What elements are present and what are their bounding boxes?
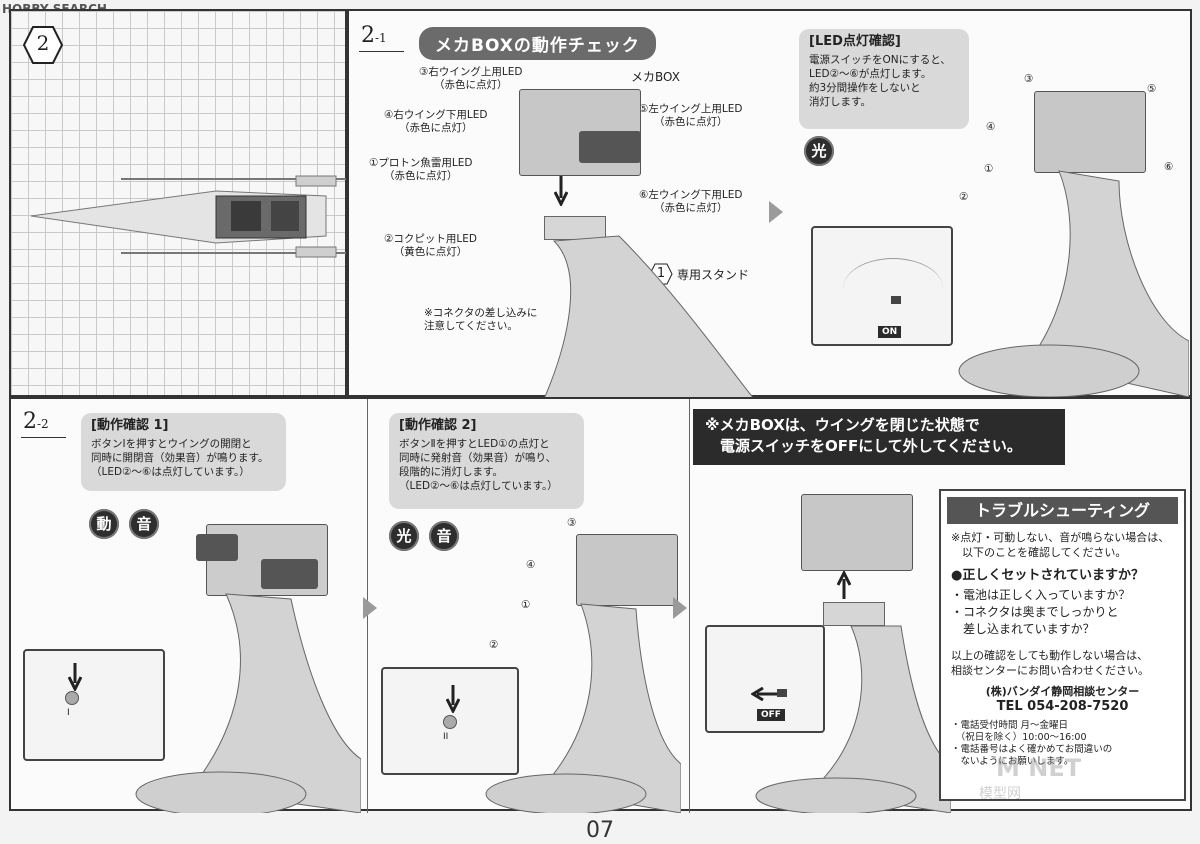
- watermark-mnet: M NET: [996, 754, 1081, 782]
- check1-body: ボタンⅠを押すとウイングの開閉と 同時に開閉音（効果音）が鳴ります。 （LED②…: [91, 438, 269, 478]
- button1-mark: I: [67, 708, 70, 718]
- step2-number: 2: [36, 31, 50, 55]
- label-led2: ②コクピット用LED （黄色に点灯）: [384, 233, 477, 258]
- support-center: (株)バンダイ静岡相談センター: [985, 685, 1140, 698]
- section-2-2-step-sub: -2: [37, 417, 49, 431]
- led-num-2: ②: [959, 191, 969, 203]
- led-num-1: ①: [984, 163, 994, 175]
- connector-note: ※コネクタの差し込みに 注意してください。: [424, 307, 538, 332]
- led-num-3: ③: [567, 517, 577, 529]
- section-2-2-step-num: 2: [23, 409, 37, 434]
- switch-knob: [891, 296, 901, 304]
- button2-icon: [443, 715, 457, 729]
- led-num-4: ④: [526, 559, 536, 571]
- label-led4: ④右ウイング下用LED （赤色に点灯）: [384, 109, 488, 134]
- stand-illustration-1: [135, 593, 361, 813]
- step-underline: [359, 51, 404, 52]
- up-arrow-icon: [837, 571, 851, 599]
- down-arrow-icon: [446, 685, 460, 713]
- support-hours: ・電話受付時間 月〜金曜日 （祝日を除く）10:00〜16:00 ・電話番号はよ…: [951, 720, 1113, 767]
- motion-badge: 動: [89, 509, 119, 539]
- stand-part-number-text: 1: [656, 266, 666, 281]
- support-tel: TEL 054-208-7520: [996, 699, 1129, 714]
- troubleshooting-items: ・電池は正しく入っていますか？ ・コネクタは奥までしっかりと 差し込まれています…: [951, 588, 1131, 636]
- page-number: 07: [586, 818, 614, 843]
- mecha-box-mounted: [1034, 91, 1146, 173]
- hexagon-icon: [22, 26, 64, 64]
- led-num-5: ⑤: [1147, 83, 1157, 95]
- switch-detail: [843, 258, 943, 319]
- mecha-box-wing-left: [579, 131, 641, 163]
- troubleshooting-after: 以上の確認をしても動作しない場合は、 相談センターにお問い合わせください。: [951, 649, 1149, 677]
- wing-open-left: [196, 534, 238, 561]
- section-2-1-step: 2-1: [361, 23, 387, 48]
- label-mecha-box: メカBOX: [631, 70, 680, 84]
- stand-mounted-illustration: [958, 170, 1189, 397]
- divider: [689, 399, 690, 813]
- next-arrow-icon: [363, 597, 377, 619]
- led-num-3: ③: [1024, 73, 1034, 85]
- section-2-1-step-sub: -1: [375, 31, 387, 45]
- check2-heading: [動作確認 2]: [399, 418, 477, 433]
- step2-hexagon: 2: [22, 25, 64, 65]
- removal-warning: ※メカBOXは、ウイングを閉じた状態で 電源スイッチをOFFにして外してください…: [693, 409, 1065, 465]
- switch-knob: [777, 689, 787, 697]
- light-badge: 光: [804, 136, 834, 166]
- stand-illustration: [543, 235, 754, 399]
- led-check-heading: [LED点灯確認]: [809, 34, 901, 49]
- power-off-inset: OFF: [705, 625, 825, 733]
- down-arrow-icon: [554, 176, 568, 206]
- label-stand: 専用スタンド: [677, 268, 750, 282]
- button1-icon: [65, 691, 79, 705]
- led-num-6: ⑥: [1164, 161, 1174, 173]
- on-label: ON: [878, 326, 902, 338]
- button1-inset: I: [23, 649, 165, 761]
- check1-heading: [動作確認 1]: [91, 418, 169, 433]
- sound-badge: 音: [129, 509, 159, 539]
- troubleshooting-title: トラブルシューティング: [947, 497, 1178, 524]
- down-arrow-icon: [68, 663, 82, 691]
- section-2-2-step: 2-2: [23, 409, 49, 434]
- xwing-illustration: [30, 175, 346, 258]
- led-num-2: ②: [489, 639, 499, 651]
- step-underline: [21, 437, 66, 438]
- check2-callout: [動作確認 2] ボタンⅡを押すとLED①の点灯と 同時に発射音（効果音）が鳴り…: [389, 413, 584, 509]
- button2-inset: II: [381, 667, 519, 775]
- power-switch-inset: ON: [811, 226, 953, 346]
- led-check-callout: [LED点灯確認] 電源スイッチをONにすると、 LED②〜⑥が点灯します。 約…: [799, 29, 969, 129]
- sound-badge: 音: [429, 521, 459, 551]
- mecha-box-check2: [576, 534, 678, 606]
- wing-open-right: [261, 559, 318, 589]
- troubleshooting-intro: ※点灯・可動しない、音が鳴らない場合は、 以下のことを確認してください。: [951, 531, 1170, 559]
- label-led6: ⑥左ウイング下用LED （赤色に点灯）: [639, 189, 743, 214]
- stand-illustration-3: [755, 625, 951, 813]
- check2-body: ボタンⅡを押すとLED①の点灯と 同時に発射音（効果音）が鳴り、 段階的に消灯し…: [399, 438, 558, 492]
- next-arrow-icon: [769, 201, 783, 223]
- label-led1: ①プロトン魚雷用LED （赤色に点灯）: [369, 157, 473, 182]
- off-label: OFF: [757, 709, 785, 721]
- led-num-1: ①: [521, 599, 531, 611]
- troubleshooting-question: ●正しくセットされていますか？: [951, 568, 1144, 583]
- mecha-box-removed: [801, 494, 913, 571]
- stand-illustration-2: [485, 603, 681, 813]
- left-arrow-icon: [751, 687, 777, 701]
- led-num-4: ④: [986, 121, 996, 133]
- troubleshooting-box: トラブルシューティング ※点灯・可動しない、音が鳴らない場合は、 以下のことを確…: [939, 489, 1186, 801]
- step2-overview-panel: 2: [9, 9, 347, 397]
- label-led3: ③右ウイング上用LED （赤色に点灯）: [419, 66, 523, 91]
- next-arrow-icon: [673, 597, 687, 619]
- watermark-mnet-text: M NET: [996, 754, 1082, 782]
- section-2-1-title: メカBOXの動作チェック: [419, 27, 656, 60]
- section-2-1-step-num: 2: [361, 23, 375, 48]
- section-2-1-panel: 2-1 メカBOXの動作チェック ③右ウイング上用LED （赤色に点灯） メカB…: [347, 9, 1192, 399]
- led-check-body: 電源スイッチをONにすると、 LED②〜⑥が点灯します。 約3分間操作をしないと…: [809, 54, 951, 108]
- light-badge: 光: [389, 521, 419, 551]
- label-led5: ⑤左ウイング上用LED （赤色に点灯）: [639, 103, 743, 128]
- section-2-2-panel: 2-2 [動作確認 1] ボタンⅠを押すとウイングの開閉と 同時に開閉音（効果音…: [9, 397, 1192, 813]
- button2-mark: II: [443, 732, 449, 742]
- watermark-mnet-sub: 模型网: [979, 786, 1021, 802]
- check1-callout: [動作確認 1] ボタンⅠを押すとウイングの開閉と 同時に開閉音（効果音）が鳴り…: [81, 413, 286, 491]
